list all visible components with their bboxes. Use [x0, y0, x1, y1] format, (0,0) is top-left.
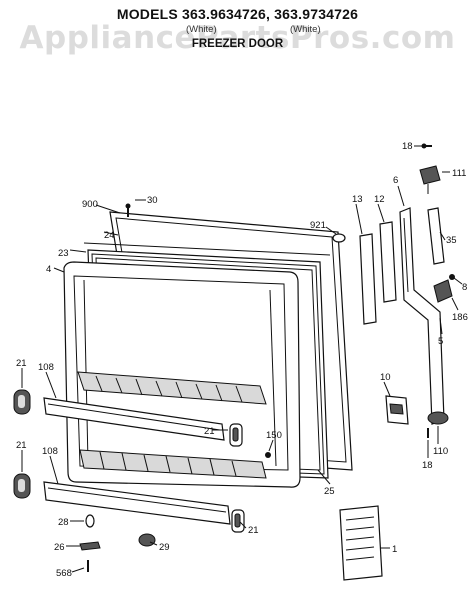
hinge-cover-110 — [427, 411, 449, 425]
shelf-end-cap-left-lower — [13, 473, 31, 499]
label-28: 28 — [58, 517, 69, 528]
label-1: 1 — [392, 544, 397, 555]
label-150: 150 — [266, 430, 282, 441]
screw-30 — [125, 203, 131, 217]
label-29: 29 — [159, 542, 170, 553]
variant-label-2: (White) — [290, 24, 321, 35]
label-10: 10 — [380, 372, 391, 383]
door-shelf-bar-upper — [43, 397, 225, 441]
label-921: 921 — [310, 220, 326, 231]
stop-28 — [85, 514, 95, 528]
shelf-end-cap-right-upper — [229, 423, 243, 447]
shelf-end-cap-left-upper — [13, 389, 31, 415]
screw-150 — [265, 452, 271, 458]
label-21-right-lower: 21 — [248, 525, 259, 536]
label-6: 6 — [393, 175, 398, 186]
label-4: 4 — [46, 264, 51, 275]
shelf-lower — [79, 449, 267, 479]
door-shelf-bar-lower — [43, 481, 231, 525]
clip-186 — [433, 279, 453, 303]
label-25: 25 — [324, 486, 335, 497]
label-35: 35 — [446, 235, 457, 246]
label-900: 900 — [82, 199, 98, 210]
models-title: MODELS 363.9634726, 363.9734726 — [116, 6, 359, 22]
label-111: 111 — [452, 168, 466, 179]
hinge-10 — [385, 395, 409, 425]
label-24: 24 — [104, 230, 115, 241]
label-21-right-upper: 21 — [204, 426, 215, 437]
shelf-end-cap-right-lower — [231, 509, 245, 533]
trim-strip-12 — [379, 221, 397, 303]
liner-inner-wall — [83, 279, 277, 467]
screw-18-top — [421, 143, 432, 149]
label-8: 8 — [462, 282, 467, 293]
label-13: 13 — [352, 194, 363, 205]
label-186: 186 — [452, 312, 468, 323]
bracket-26 — [79, 541, 101, 551]
label-26: 26 — [54, 542, 65, 553]
label-12: 12 — [374, 194, 385, 205]
plug-921 — [332, 233, 346, 243]
trim-strip-13 — [359, 233, 377, 325]
label-110: 110 — [433, 446, 448, 457]
label-18-bottom: 18 — [422, 460, 433, 471]
screw-8 — [449, 274, 455, 280]
variant-label-1: (White) — [186, 24, 217, 35]
label-30: 30 — [147, 195, 158, 206]
clip-111 — [419, 165, 441, 194]
section-title: FREEZER DOOR — [191, 38, 284, 50]
label-21-left-lower: 21 — [16, 440, 27, 451]
handle-trim-35 — [427, 207, 445, 265]
label-23: 23 — [58, 248, 69, 259]
leader-lines — [21, 145, 463, 573]
label-21-left-upper: 21 — [16, 358, 27, 369]
label-108-lower: 108 — [42, 446, 58, 457]
label-108-upper: 108 — [38, 362, 54, 373]
label-18-top: 18 — [402, 141, 413, 152]
cam-29 — [138, 533, 156, 547]
label-568: 568 — [56, 568, 72, 579]
manual-1 — [339, 505, 383, 581]
shelf-upper — [77, 371, 267, 405]
label-5: 5 — [438, 336, 443, 347]
